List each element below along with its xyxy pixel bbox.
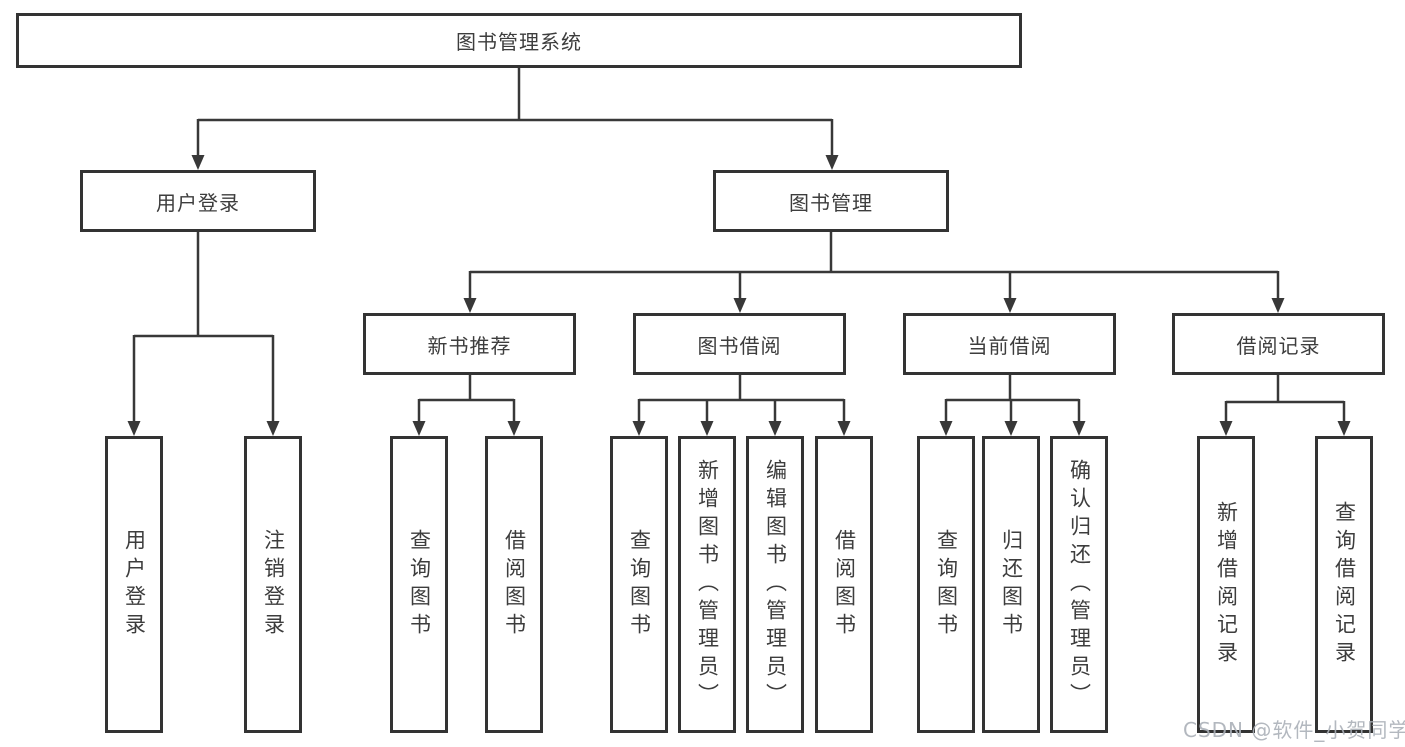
arrowhead (768, 421, 782, 436)
arrowhead (1337, 421, 1351, 436)
node-leaf-current-query: 查询图书 (917, 436, 975, 733)
node-root: 图书管理系统 (16, 13, 1022, 68)
csdn-watermark: CSDN @软件_小贺同学 (1183, 718, 1405, 742)
arrowhead (733, 298, 747, 313)
connector-borrow-records-children (1219, 375, 1351, 436)
node-leaf-login: 用户登录 (105, 436, 163, 733)
arrowhead (1271, 298, 1285, 313)
node-leaf-borrow-query: 查询图书 (610, 436, 668, 733)
arrowhead (632, 421, 646, 436)
arrowhead (939, 421, 953, 436)
node-leaf-logout: 注销登录 (244, 436, 302, 733)
arrowhead (825, 155, 839, 170)
node-user-login: 用户登录 (80, 170, 316, 232)
connector-current-borrow-children (939, 375, 1086, 436)
connector-book-borrow-children (632, 375, 851, 436)
node-current-borrow: 当前借阅 (903, 313, 1116, 375)
arrowhead (412, 421, 426, 436)
connector-user-login-children (127, 232, 280, 436)
connector-new-book-rec-children (412, 375, 521, 436)
node-leaf-current-return: 归还图书 (982, 436, 1040, 733)
arrowhead (266, 421, 280, 436)
arrowhead (837, 421, 851, 436)
arrowhead (507, 421, 521, 436)
node-leaf-records-add: 新增借阅记录 (1197, 436, 1255, 733)
node-leaf-rec-borrow: 借阅图书 (485, 436, 543, 733)
arrowhead (1219, 421, 1233, 436)
arrowhead (191, 155, 205, 170)
connector-book-mgmt-children (463, 232, 1285, 313)
node-leaf-records-query: 查询借阅记录 (1315, 436, 1373, 733)
node-leaf-borrow-add: 新增图书（管理员） (678, 436, 736, 733)
node-leaf-current-confirm: 确认归还（管理员） (1050, 436, 1108, 733)
node-leaf-rec-query: 查询图书 (390, 436, 448, 733)
node-new-book-rec: 新书推荐 (363, 313, 576, 375)
connector-root-to-level2 (191, 68, 839, 170)
arrowhead (1003, 298, 1017, 313)
arrowhead (700, 421, 714, 436)
node-book-borrow: 图书借阅 (633, 313, 846, 375)
arrowhead (1072, 421, 1086, 436)
arrowhead (1004, 421, 1018, 436)
node-leaf-borrow-borrow: 借阅图书 (815, 436, 873, 733)
arrowhead (127, 421, 141, 436)
node-borrow-records: 借阅记录 (1172, 313, 1385, 375)
arrowhead (463, 298, 477, 313)
node-book-mgmt: 图书管理 (713, 170, 949, 232)
node-leaf-borrow-edit: 编辑图书（管理员） (746, 436, 804, 733)
